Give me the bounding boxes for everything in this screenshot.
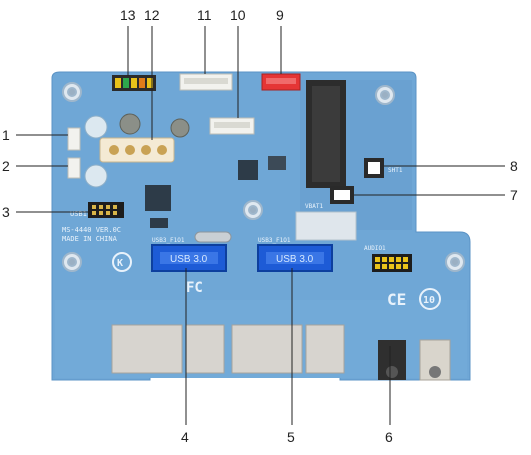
kc-logo: K — [112, 252, 132, 272]
header-connector-1 — [67, 127, 81, 151]
header-connector-2 — [67, 157, 81, 179]
audio-header-6 — [372, 254, 412, 272]
svg-text:K: K — [117, 258, 123, 269]
ce-logo: CE — [387, 290, 406, 309]
callout-9: 9 — [276, 7, 284, 23]
audio-silk: AUDIO1 — [364, 245, 386, 252]
model-silk: MS-4440 VER.0C — [62, 226, 121, 234]
vertical-pin-header — [306, 80, 346, 188]
vbat-silk: VBAT1 — [305, 203, 323, 210]
rohs-logo: 10 — [419, 288, 441, 310]
ic-chips — [145, 156, 286, 243]
callout-2: 2 — [2, 158, 10, 174]
header-connector-10 — [209, 117, 255, 135]
made-in-silk: MADE IN CHINA — [62, 235, 118, 243]
callout-3: 3 — [2, 204, 10, 220]
capacitors — [84, 113, 190, 188]
callout-1: 1 — [2, 127, 10, 143]
header-connector-11 — [179, 73, 233, 91]
mounting-holes — [62, 82, 465, 272]
svg-text:10: 10 — [423, 295, 435, 306]
sht-silk: SHT1 — [388, 167, 403, 174]
usb3-port-1-silk: USB3_F1O1 — [152, 237, 185, 244]
red-fan-header-9 — [261, 73, 301, 91]
callout-10: 10 — [230, 7, 246, 23]
callout-8: 8 — [510, 158, 518, 174]
molex-power-12 — [99, 137, 175, 163]
front-port-housings — [111, 324, 345, 374]
usb3-text-4: USB 3.0 — [170, 254, 208, 265]
vbat-connector-7 — [330, 186, 354, 204]
usb3-port-2-silk: USB3_F1O1 — [258, 237, 291, 244]
fcc-logo: FC — [186, 280, 203, 296]
usb1-silk: USB1 — [70, 210, 87, 218]
callout-13: 13 — [120, 7, 136, 23]
callout-4: 4 — [181, 429, 189, 445]
callout-5: 5 — [287, 429, 295, 445]
usb3-port-4 — [151, 244, 227, 272]
usb2-header-3 — [88, 202, 124, 218]
sht-connector-8 — [364, 158, 384, 178]
usb3-port-5 — [257, 244, 333, 272]
callout-11: 11 — [197, 7, 212, 23]
callout-7: 7 — [510, 187, 518, 203]
audio-jacks — [378, 339, 451, 381]
usb3-text-5: USB 3.0 — [276, 254, 314, 265]
leader-lines — [16, 26, 505, 425]
label-sticker — [295, 211, 357, 241]
front-panel-header-13 — [112, 75, 156, 91]
callout-12: 12 — [144, 7, 160, 23]
callout-6: 6 — [385, 429, 393, 445]
